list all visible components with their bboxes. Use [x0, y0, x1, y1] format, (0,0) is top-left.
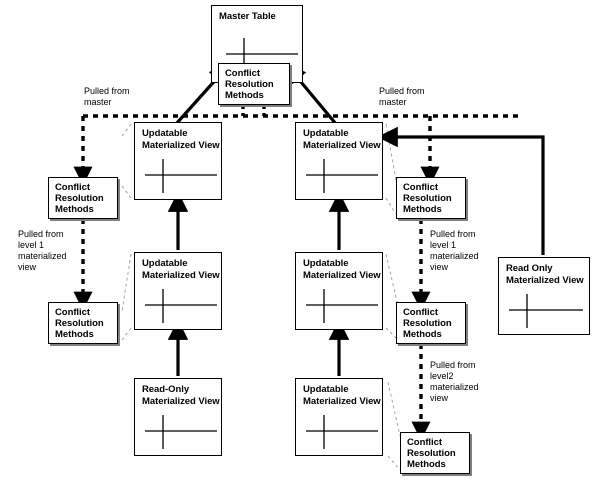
node-crm-master-label: Conflict Resolution Methods	[225, 68, 274, 101]
node-umv-right-level2[interactable]: Updatable Materialized View	[295, 252, 383, 330]
node-crm-right-level3-label: Conflict Resolution Methods	[407, 437, 456, 470]
table-glyph	[145, 159, 217, 193]
node-umv-right-level3-label: Updatable Materialized View	[303, 384, 381, 407]
node-crm-right-level3[interactable]: Conflict Resolution Methods	[400, 432, 470, 474]
node-master-table-label: Master Table	[219, 11, 276, 22]
node-romv-right[interactable]: Read Only Materialized View	[498, 257, 590, 335]
node-umv-left-level2-label: Updatable Materialized View	[142, 258, 220, 281]
node-umv-right-level3[interactable]: Updatable Materialized View	[295, 378, 383, 456]
annotation-pulled-from-master-left: Pulled from master	[84, 86, 130, 107]
node-crm-right-level2-label: Conflict Resolution Methods	[403, 307, 452, 340]
edge-romv-right-to-umv-right-level1	[377, 126, 545, 255]
node-umv-left-level2[interactable]: Updatable Materialized View	[134, 252, 222, 330]
node-romv-right-label: Read Only Materialized View	[506, 263, 584, 286]
node-crm-master[interactable]: Conflict Resolution Methods	[218, 63, 290, 105]
node-romv-left-level3[interactable]: Read-Only Materialized View	[134, 378, 222, 456]
node-crm-right-level1[interactable]: Conflict Resolution Methods	[396, 177, 466, 219]
node-umv-left-level1[interactable]: Updatable Materialized View	[134, 122, 222, 200]
edge-umv-right-level1-to-master	[285, 63, 338, 126]
annotation-pulled-from-level1-left: Pulled from level 1 materialized view	[18, 229, 67, 272]
node-umv-right-level1-label: Updatable Materialized View	[303, 128, 381, 151]
annotation-pulled-from-level2-right: Pulled from level2 materialized view	[430, 360, 479, 403]
table-glyph	[306, 159, 378, 193]
node-umv-left-level1-label: Updatable Materialized View	[142, 128, 220, 151]
node-umv-right-level1[interactable]: Updatable Materialized View	[295, 122, 383, 200]
dashed-edges	[73, 105, 519, 441]
node-crm-left-level1-label: Conflict Resolution Methods	[55, 182, 104, 215]
annotation-pulled-from-level1-right: Pulled from level 1 materialized view	[430, 229, 479, 272]
node-crm-left-level1[interactable]: Conflict Resolution Methods	[48, 177, 118, 219]
table-glyph	[145, 415, 217, 449]
table-glyph	[306, 415, 378, 449]
node-crm-right-level2[interactable]: Conflict Resolution Methods	[396, 302, 466, 344]
table-glyph	[145, 289, 217, 323]
node-romv-left-level3-label: Read-Only Materialized View	[142, 384, 220, 407]
node-crm-left-level2-label: Conflict Resolution Methods	[55, 307, 104, 340]
node-crm-left-level2[interactable]: Conflict Resolution Methods	[48, 302, 118, 344]
annotation-pulled-from-master-right: Pulled from master	[379, 86, 425, 107]
node-umv-right-level2-label: Updatable Materialized View	[303, 258, 381, 281]
table-glyph	[306, 289, 378, 323]
node-crm-right-level1-label: Conflict Resolution Methods	[403, 182, 452, 215]
solid-edges	[167, 63, 545, 376]
table-glyph	[509, 294, 583, 328]
